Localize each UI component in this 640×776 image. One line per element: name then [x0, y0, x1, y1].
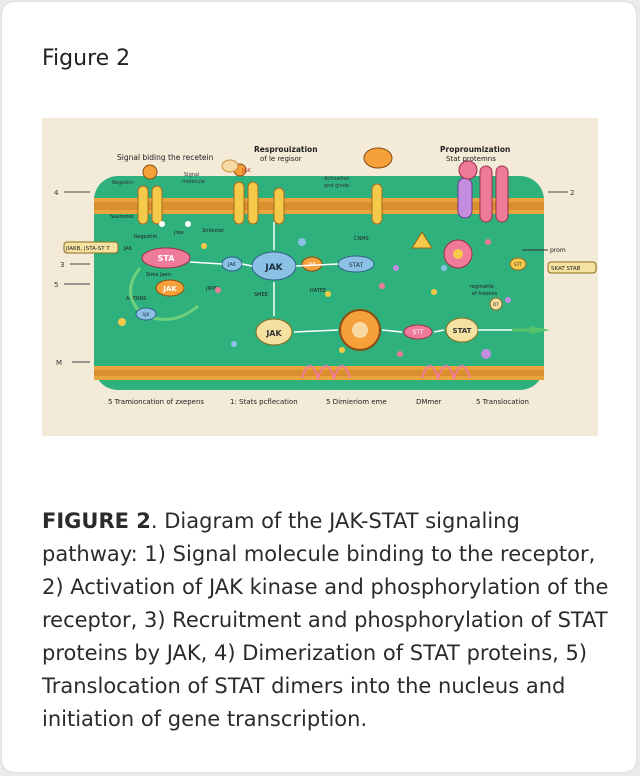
svg-text:JAK: JAK [264, 263, 283, 273]
svg-text:SKAT STAB: SKAT STAB [551, 266, 581, 272]
svg-text:Signal: Signal [184, 172, 199, 178]
svg-text:JAK: JAK [123, 246, 133, 252]
label-stat-proteins: Stat protemns [446, 155, 496, 163]
jak-left-node [155, 279, 185, 297]
svg-text:4: 4 [54, 189, 59, 197]
scattered-molecules [118, 221, 511, 359]
pathway-diagram: Signal biding the recetein Resprouizatio… [42, 118, 598, 436]
svg-text:JAK: JAK [241, 168, 251, 174]
svg-text:gnd ginde: gnd ginde [324, 183, 349, 189]
svg-text:JAK: JAK [227, 262, 237, 268]
pathway-diagram-svg: Signal biding the recetein Resprouizatio… [54, 145, 597, 406]
label-step-translocation-1: 5 Tramioncation of zxepens [108, 398, 204, 406]
svg-text:Activatton: Activatton [324, 176, 350, 182]
svg-text:prom: prom [550, 247, 566, 254]
svg-text:STT: STT [412, 329, 423, 336]
label-resprouization: Resprouization [254, 145, 318, 154]
warning-icon [411, 231, 433, 249]
receptors [137, 165, 509, 225]
svg-text:5: 5 [54, 281, 58, 289]
signal-molecule-icon [142, 164, 158, 180]
svg-text:JAK: JAK [162, 285, 177, 293]
cell-body [94, 176, 544, 390]
svg-text:JAK: JAK [265, 329, 282, 338]
svg-text:JIAKB, |STA-ST T: JIAKB, |STA-ST T [65, 246, 110, 252]
svg-text:Jree: Jree [173, 230, 184, 236]
svg-text:SJK: SJK [142, 312, 150, 318]
label-step-stats: 1: Stats pcflecation [230, 398, 298, 406]
svg-text:STAT: STAT [349, 262, 364, 269]
svg-text:2: 2 [570, 189, 574, 197]
svg-text:M: M [56, 359, 62, 367]
svg-text:HATEE: HATEE [310, 288, 326, 294]
svg-text:Sima Jaen: Sima Jaen [146, 272, 171, 278]
svg-text:STA: STA [158, 254, 176, 263]
svg-text:STT: STT [514, 262, 523, 268]
stt-node [403, 324, 433, 340]
svg-text:Regestim: Regestim [134, 234, 158, 240]
jak-lower-node [255, 318, 293, 346]
svg-text:molecule: molecule [182, 179, 205, 185]
svg-text:regmatile: regmatile [470, 284, 494, 290]
svg-text:ef freeens: ef freeens [472, 291, 498, 297]
label-step-dimer: DMmer [416, 398, 442, 406]
figure-title: Figure 2 [42, 46, 131, 71]
svg-text:Smlecter: Smlecter [202, 228, 225, 234]
label-proproumization: Proproumization [440, 145, 510, 154]
pathway-arrows [189, 222, 512, 333]
label-step-translocation-5: 5 Translocation [476, 398, 529, 406]
figure-caption: FIGURE 2. Diagram of the JAK-STAT signal… [42, 505, 610, 736]
svg-text:STAT: STAT [453, 327, 472, 335]
right-tag [547, 261, 597, 274]
left-tag [63, 241, 119, 254]
svg-text:CNMS: CNMS [354, 236, 369, 242]
svg-text:DT: DT [493, 302, 499, 308]
svg-text:Seamoter: Seamoter [110, 214, 135, 220]
label-signal-binding: Signal biding the recetein [117, 153, 214, 162]
caption-label: FIGURE 2 [42, 509, 151, 533]
label-regisor: of le regisor [260, 155, 302, 163]
svg-text:AXERNS: AXERNS [126, 296, 146, 302]
svg-text:3: 3 [60, 261, 64, 269]
svg-text:JIKMA: JIKMA [205, 286, 221, 292]
label-step-dimerization: 5 Dimieriom eme [326, 398, 387, 406]
svg-text:Regestin: Regestin [112, 180, 134, 186]
sta-left-node [141, 247, 191, 269]
caption-text: . Diagram of the JAK-STAT signaling path… [42, 509, 609, 731]
svg-text:SMEE: SMEE [254, 292, 268, 298]
ligand-icon [363, 147, 393, 169]
